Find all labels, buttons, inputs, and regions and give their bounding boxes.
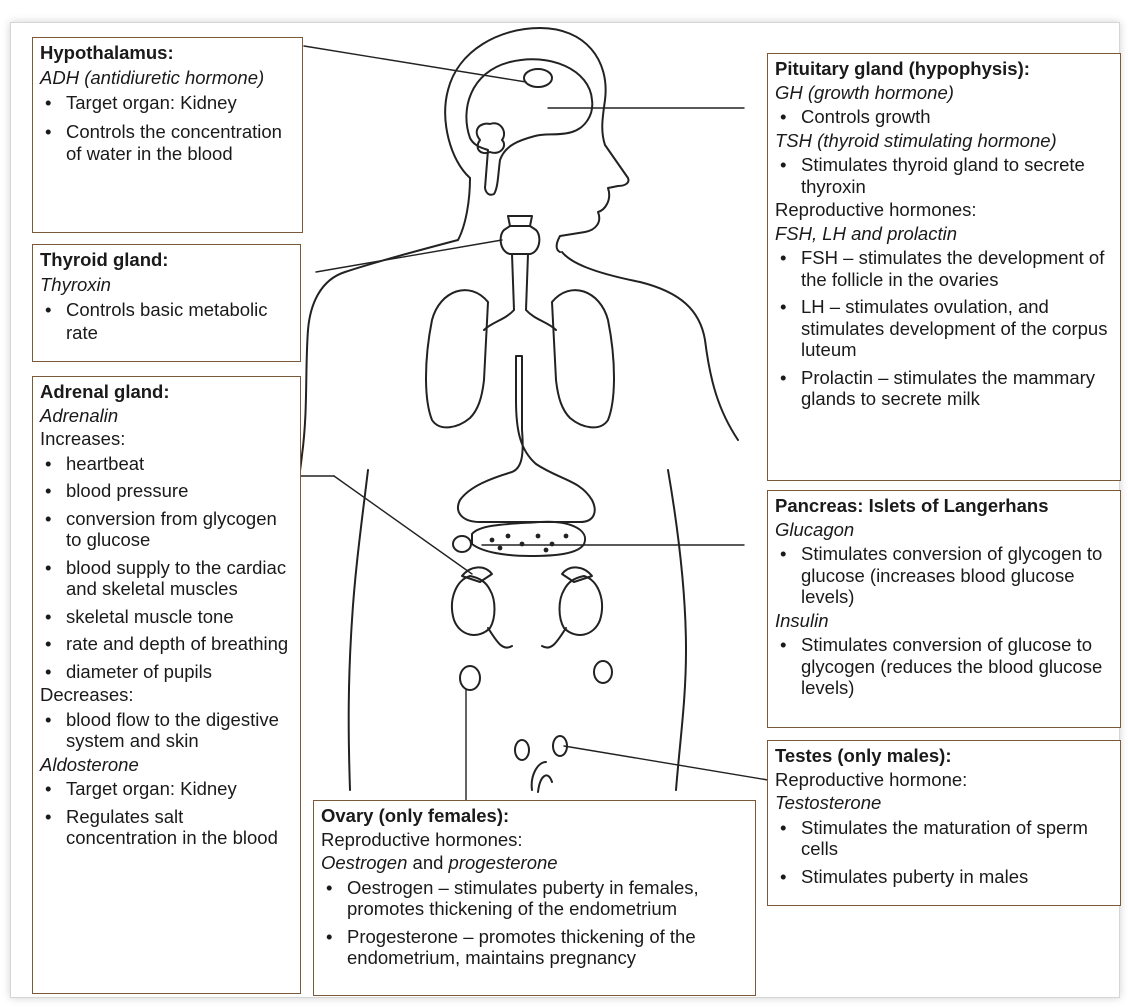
- hypothalamus-shape: [524, 69, 552, 87]
- list-item: Oestrogen – stimulates puberty in female…: [321, 877, 748, 920]
- thyroid-title: Thyroid gland:: [40, 249, 293, 272]
- list-item: Stimulates conversion of glycogen to glu…: [775, 543, 1113, 608]
- thyroid-box: Thyroid gland: Thyroxin Controls basic m…: [32, 244, 301, 362]
- cerebellum: [477, 123, 504, 153]
- list-item: Progesterone – promotes thickening of th…: [321, 926, 748, 969]
- stomach: [458, 356, 595, 522]
- list-item: blood supply to the cardiac and skeletal…: [40, 557, 293, 600]
- list-item: Stimulates thyroid gland to secrete thyr…: [775, 154, 1113, 197]
- gh-hormone: GH (growth hormone): [775, 82, 1113, 104]
- list-item: rate and depth of breathing: [40, 633, 293, 655]
- hypothalamus-list: Target organ: Kidney Controls the concen…: [40, 92, 295, 166]
- list-item: Regulates salt concentration in the bloo…: [40, 806, 293, 849]
- testes-repro-label: Reproductive hormone:: [775, 769, 1113, 791]
- right-kidney: [542, 576, 602, 648]
- list-item: blood pressure: [40, 480, 293, 502]
- list-item: Controls basic metabolic rate: [40, 299, 293, 344]
- pituitary-title: Pituitary gland (hypophysis):: [775, 58, 1113, 80]
- increases-list: heartbeat blood pressure conversion from…: [40, 453, 293, 683]
- adrenal-title: Adrenal gland:: [40, 381, 293, 403]
- list-item: diameter of pupils: [40, 661, 293, 683]
- ovary-list: Oestrogen – stimulates puberty in female…: [321, 877, 748, 969]
- list-item: Stimulates conversion of glucose to glyc…: [775, 634, 1113, 699]
- decreases-list: blood flow to the digestive system and s…: [40, 709, 293, 752]
- glucagon-list: Stimulates conversion of glycogen to glu…: [775, 543, 1113, 608]
- adh-hormone: ADH (antidiuretic hormone): [40, 67, 295, 90]
- testes-box: Testes (only males): Reproductive hormon…: [767, 740, 1121, 906]
- list-item: Stimulates the maturation of sperm cells: [775, 817, 1113, 860]
- aldosterone-list: Target organ: Kidney Regulates salt conc…: [40, 778, 293, 849]
- gh-list: Controls growth: [775, 106, 1113, 128]
- duodenum: [453, 536, 471, 552]
- list-item: Stimulates puberty in males: [775, 866, 1113, 888]
- trachea: [484, 216, 556, 330]
- islet-dots: [490, 534, 569, 553]
- pancreas: [472, 522, 585, 556]
- ovary-repro-label: Reproductive hormones:: [321, 829, 748, 851]
- tsh-list: Stimulates thyroid gland to secrete thyr…: [775, 154, 1113, 197]
- glucagon-hormone: Glucagon: [775, 519, 1113, 541]
- thyroxin-hormone: Thyroxin: [40, 274, 293, 297]
- right-adrenal: [562, 567, 592, 582]
- hormone-conjunction: and: [407, 852, 448, 873]
- pituitary-box: Pituitary gland (hypophysis): GH (growth…: [767, 53, 1121, 481]
- list-item: LH – stimulates ovulation, and stimulate…: [775, 296, 1113, 361]
- tsh-hormone: TSH (thyroid stimulating hormone): [775, 130, 1113, 152]
- brain: [466, 59, 592, 195]
- right-lung: [552, 290, 614, 427]
- list-item: Prolactin – stimulates the mammary gland…: [775, 367, 1113, 410]
- aldosterone-hormone: Aldosterone: [40, 754, 293, 776]
- insulin-hormone: Insulin: [775, 610, 1113, 632]
- list-item: heartbeat: [40, 453, 293, 475]
- decreases-label: Decreases:: [40, 684, 293, 706]
- thyroid-shape: [501, 226, 540, 254]
- left-lung: [426, 290, 488, 427]
- left-ovary: [460, 666, 480, 690]
- ovary-hormones: Oestrogen and progesterone: [321, 852, 748, 874]
- list-item: Target organ: Kidney: [40, 92, 295, 115]
- repro-list: FSH – stimulates the development of the …: [775, 247, 1113, 410]
- pancreas-title: Pancreas: Islets of Langerhans: [775, 495, 1113, 517]
- leader-lines: [300, 46, 768, 800]
- list-item: conversion from glycogen to glucose: [40, 508, 293, 551]
- right-ovary: [594, 661, 612, 683]
- testes-list: Stimulates the maturation of sperm cells…: [775, 817, 1113, 888]
- testes-title: Testes (only males):: [775, 745, 1113, 767]
- ovary-box: Ovary (only females): Reproductive hormo…: [313, 800, 756, 996]
- adrenal-box: Adrenal gland: Adrenalin Increases: hear…: [32, 376, 301, 994]
- ovary-title: Ovary (only females):: [321, 805, 748, 827]
- torso-outline: [290, 178, 738, 792]
- left-kidney: [452, 576, 512, 648]
- insulin-list: Stimulates conversion of glucose to glyc…: [775, 634, 1113, 699]
- progesterone-hormone: progesterone: [449, 852, 558, 873]
- list-item: blood flow to the digestive system and s…: [40, 709, 293, 752]
- hypothalamus-box: Hypothalamus: ADH (antidiuretic hormone)…: [32, 37, 303, 233]
- list-item: skeletal muscle tone: [40, 606, 293, 628]
- oestrogen-hormone: Oestrogen: [321, 852, 407, 873]
- increases-label: Increases:: [40, 428, 293, 450]
- list-item: Target organ: Kidney: [40, 778, 293, 800]
- list-item: Controls the concentration of water in t…: [40, 121, 295, 166]
- head-outline: [445, 28, 628, 252]
- testosterone-hormone: Testosterone: [775, 792, 1113, 814]
- list-item: Controls growth: [775, 106, 1113, 128]
- pancreas-box: Pancreas: Islets of Langerhans Glucagon …: [767, 490, 1121, 728]
- fsh-lh-prolactin-hormone: FSH, LH and prolactin: [775, 223, 1113, 245]
- list-item: FSH – stimulates the development of the …: [775, 247, 1113, 290]
- pituitary-repro-label: Reproductive hormones:: [775, 199, 1113, 221]
- adrenalin-hormone: Adrenalin: [40, 405, 293, 427]
- left-testis: [515, 740, 529, 760]
- hypothalamus-title: Hypothalamus:: [40, 42, 295, 65]
- thyroid-list: Controls basic metabolic rate: [40, 299, 293, 344]
